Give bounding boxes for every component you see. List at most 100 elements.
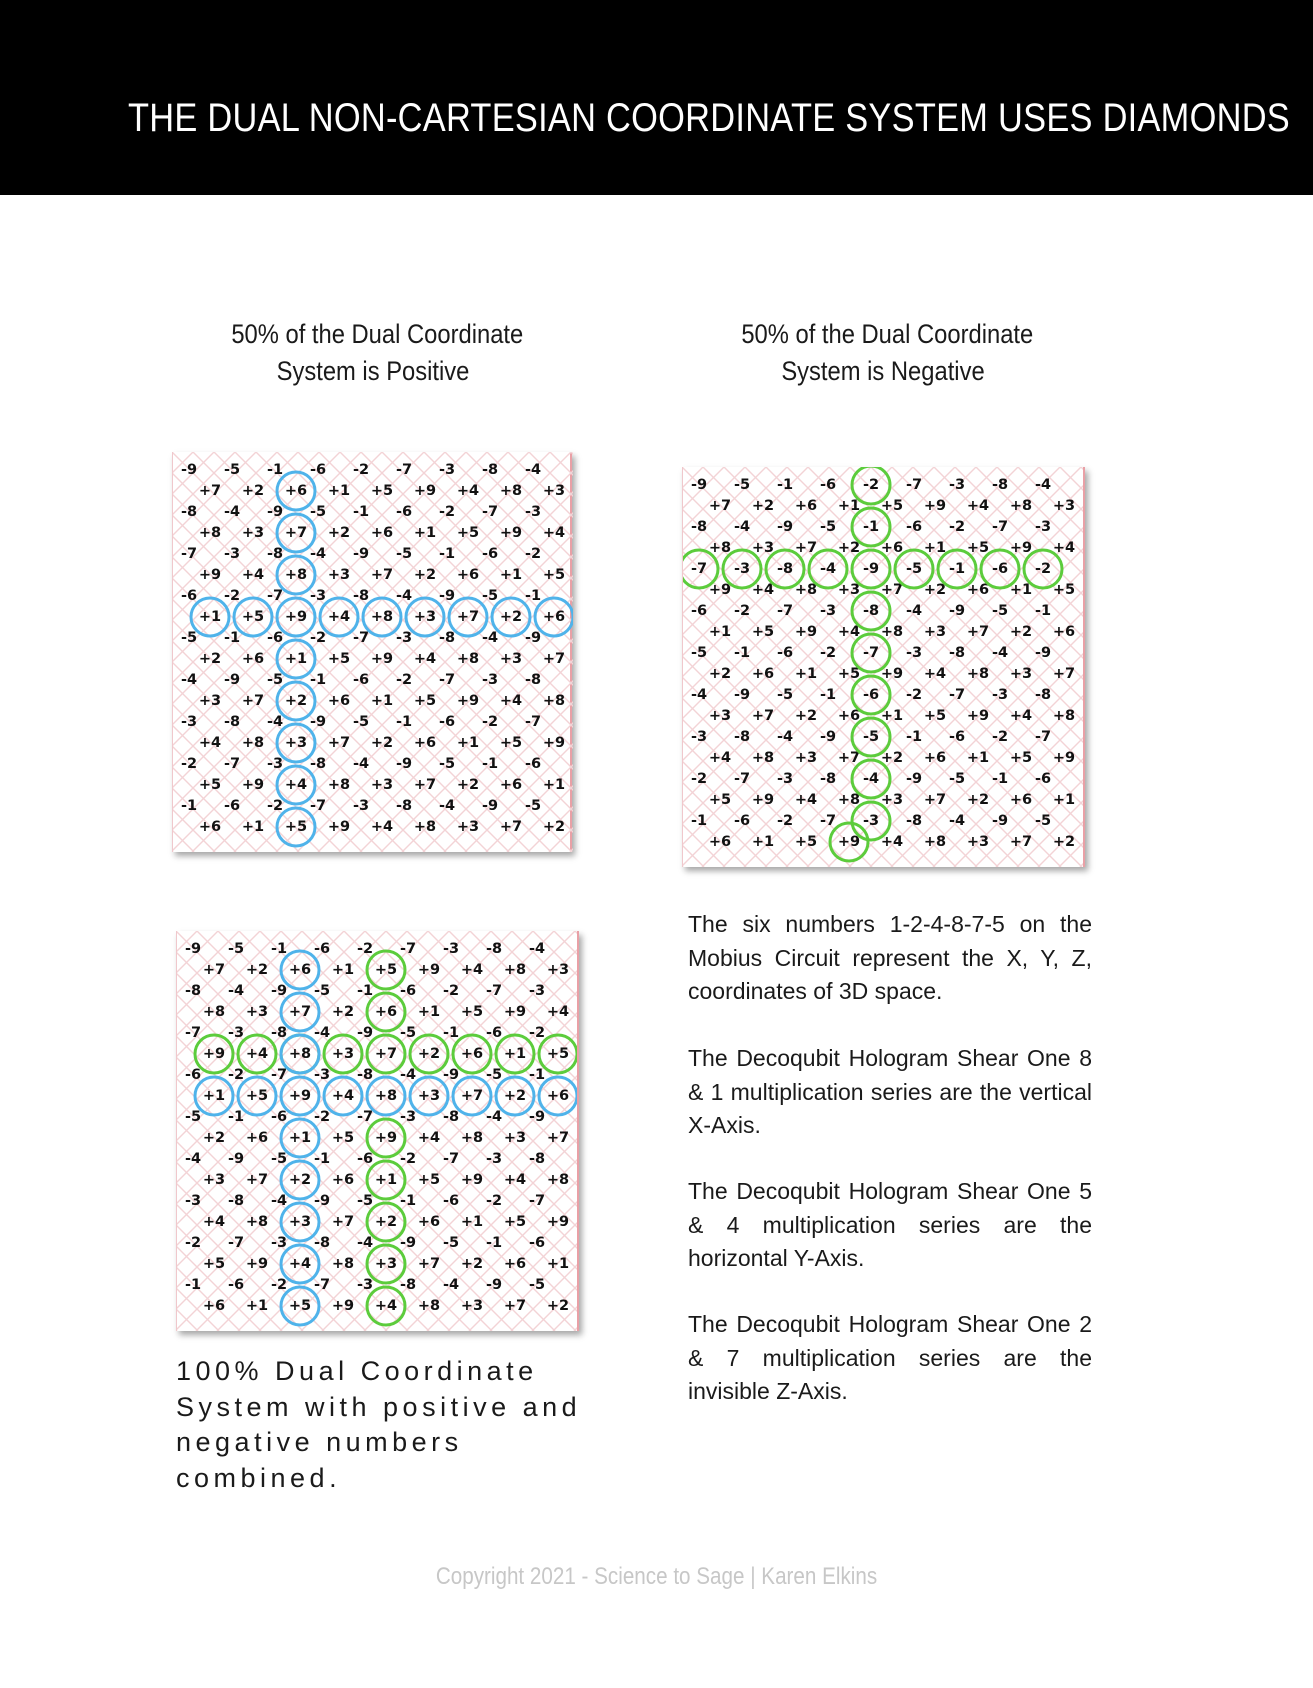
negative-axis-circle — [322, 1033, 364, 1075]
grid-number: +1 — [371, 693, 393, 709]
grid-number: -9 — [224, 672, 240, 688]
grid-number: -8 — [357, 1067, 373, 1083]
grid-number: +2 — [199, 651, 221, 667]
grid-number: -1 — [443, 1025, 459, 1041]
grid-number: -9 — [777, 519, 793, 535]
grid-number: +5 — [289, 1298, 311, 1314]
grid-number: -5 — [400, 1025, 416, 1041]
grid-number: +1 — [1010, 582, 1032, 598]
explanation-text: The Decoqubit Hologram Shear One 2 & 7 m… — [688, 1308, 1092, 1409]
positive-axis-circle — [322, 1075, 364, 1117]
grid-number: -8 — [400, 1277, 416, 1293]
grid-number: -8 — [529, 1151, 545, 1167]
grid-number: +9 — [461, 1172, 483, 1188]
grid-number: -5 — [439, 756, 455, 772]
grid-number: -8 — [734, 729, 750, 745]
grid-number: -3 — [734, 561, 750, 577]
grid-number: -7 — [863, 645, 879, 661]
grid-number: +1 — [709, 624, 731, 640]
grid-number: +1 — [1053, 792, 1075, 808]
positive-axis-circle — [279, 1243, 321, 1285]
grid-number: -4 — [267, 714, 283, 730]
grid-number: +7 — [289, 1004, 311, 1020]
grid-number: -9 — [443, 1067, 459, 1083]
grid-number: -3 — [400, 1109, 416, 1125]
grid-number: +1 — [795, 666, 817, 682]
grid-number: +2 — [371, 735, 393, 751]
grid-number: +2 — [285, 693, 307, 709]
negative-axis-circle — [365, 1117, 407, 1159]
grid-number: -1 — [525, 588, 541, 604]
grid-number: -1 — [1035, 603, 1051, 619]
grid-number: -4 — [224, 504, 240, 520]
grid-number: -9 — [267, 504, 283, 520]
caption-line: System is Negative — [781, 356, 985, 386]
grid-number: -5 — [734, 477, 750, 493]
grid-number: -6 — [863, 687, 879, 703]
grid-number: -9 — [992, 813, 1008, 829]
grid-number: -3 — [314, 1067, 330, 1083]
grid-number: +9 — [547, 1214, 569, 1230]
grid-number: -8 — [185, 983, 201, 999]
grid-number: -2 — [529, 1025, 545, 1041]
grid-number: +4 — [1053, 540, 1075, 556]
grid-number: -4 — [529, 941, 545, 957]
grid-number: -3 — [482, 672, 498, 688]
grid-number: +8 — [285, 567, 307, 583]
grid-number: +2 — [1053, 834, 1075, 850]
grid-number: +4 — [371, 819, 393, 835]
grid-number: -1 — [228, 1109, 244, 1125]
grid-number: +4 — [924, 666, 946, 682]
grid-number: +4 — [203, 1214, 225, 1230]
grid-number: -6 — [314, 941, 330, 957]
grid-number: +8 — [414, 819, 436, 835]
grid-number: -2 — [949, 519, 965, 535]
grid-number: -8 — [443, 1109, 459, 1125]
number-grid-svg: -9-5-1-6-2-7-3-8-4+7+2+6+1+5+9+4+8+3-8-4… — [173, 452, 573, 852]
grid-number: -7 — [777, 603, 793, 619]
grid-number: +7 — [752, 708, 774, 724]
grid-number: +7 — [504, 1298, 526, 1314]
grid-number: -3 — [271, 1235, 287, 1251]
grid-number: -8 — [310, 756, 326, 772]
grid-number: +6 — [1053, 624, 1075, 640]
grid-number: +4 — [199, 735, 221, 751]
grid-number: +5 — [543, 567, 565, 583]
grid-number: -9 — [357, 1025, 373, 1041]
grid-number: -5 — [992, 603, 1008, 619]
grid-number: +7 — [371, 567, 393, 583]
grid-number: +9 — [504, 1004, 526, 1020]
copyright-footer: Copyright 2021 - Science to Sage | Karen… — [435, 1563, 878, 1590]
grid-number: +5 — [461, 1004, 483, 1020]
grid-number: +3 — [500, 651, 522, 667]
grid-number: -1 — [400, 1193, 416, 1209]
grid-number: -1 — [949, 561, 965, 577]
grid-number: -6 — [353, 672, 369, 688]
grid-number: -4 — [949, 813, 965, 829]
grid-number: -6 — [486, 1025, 502, 1041]
explanation-text: The Decoqubit Hologram Shear One 5 & 4 m… — [688, 1175, 1092, 1276]
grid-number: +6 — [246, 1130, 268, 1146]
grid-number: +5 — [328, 651, 350, 667]
grid-number: -1 — [820, 687, 836, 703]
grid-number: -9 — [482, 798, 498, 814]
grid-number: -1 — [777, 477, 793, 493]
grid-number: +3 — [332, 1046, 354, 1062]
negative-axis-circle — [721, 548, 763, 590]
caption-line: negative numbers — [176, 1427, 463, 1457]
grid-number: -9 — [185, 941, 201, 957]
grid-number: +5 — [457, 525, 479, 541]
grid-number: +1 — [504, 1046, 526, 1062]
grid-number: +6 — [328, 693, 350, 709]
grid-number: +2 — [924, 582, 946, 598]
grid-number: -9 — [181, 462, 197, 478]
grid-number: +7 — [414, 777, 436, 793]
grid-number: +5 — [414, 693, 436, 709]
grid-number: +2 — [242, 483, 264, 499]
negative-axis-circle — [365, 1159, 407, 1201]
grid-number: -3 — [691, 729, 707, 745]
negative-axis-circle — [850, 800, 892, 842]
grid-number: -2 — [185, 1235, 201, 1251]
grid-number: +8 — [1010, 498, 1032, 514]
grid-number: -2 — [314, 1109, 330, 1125]
